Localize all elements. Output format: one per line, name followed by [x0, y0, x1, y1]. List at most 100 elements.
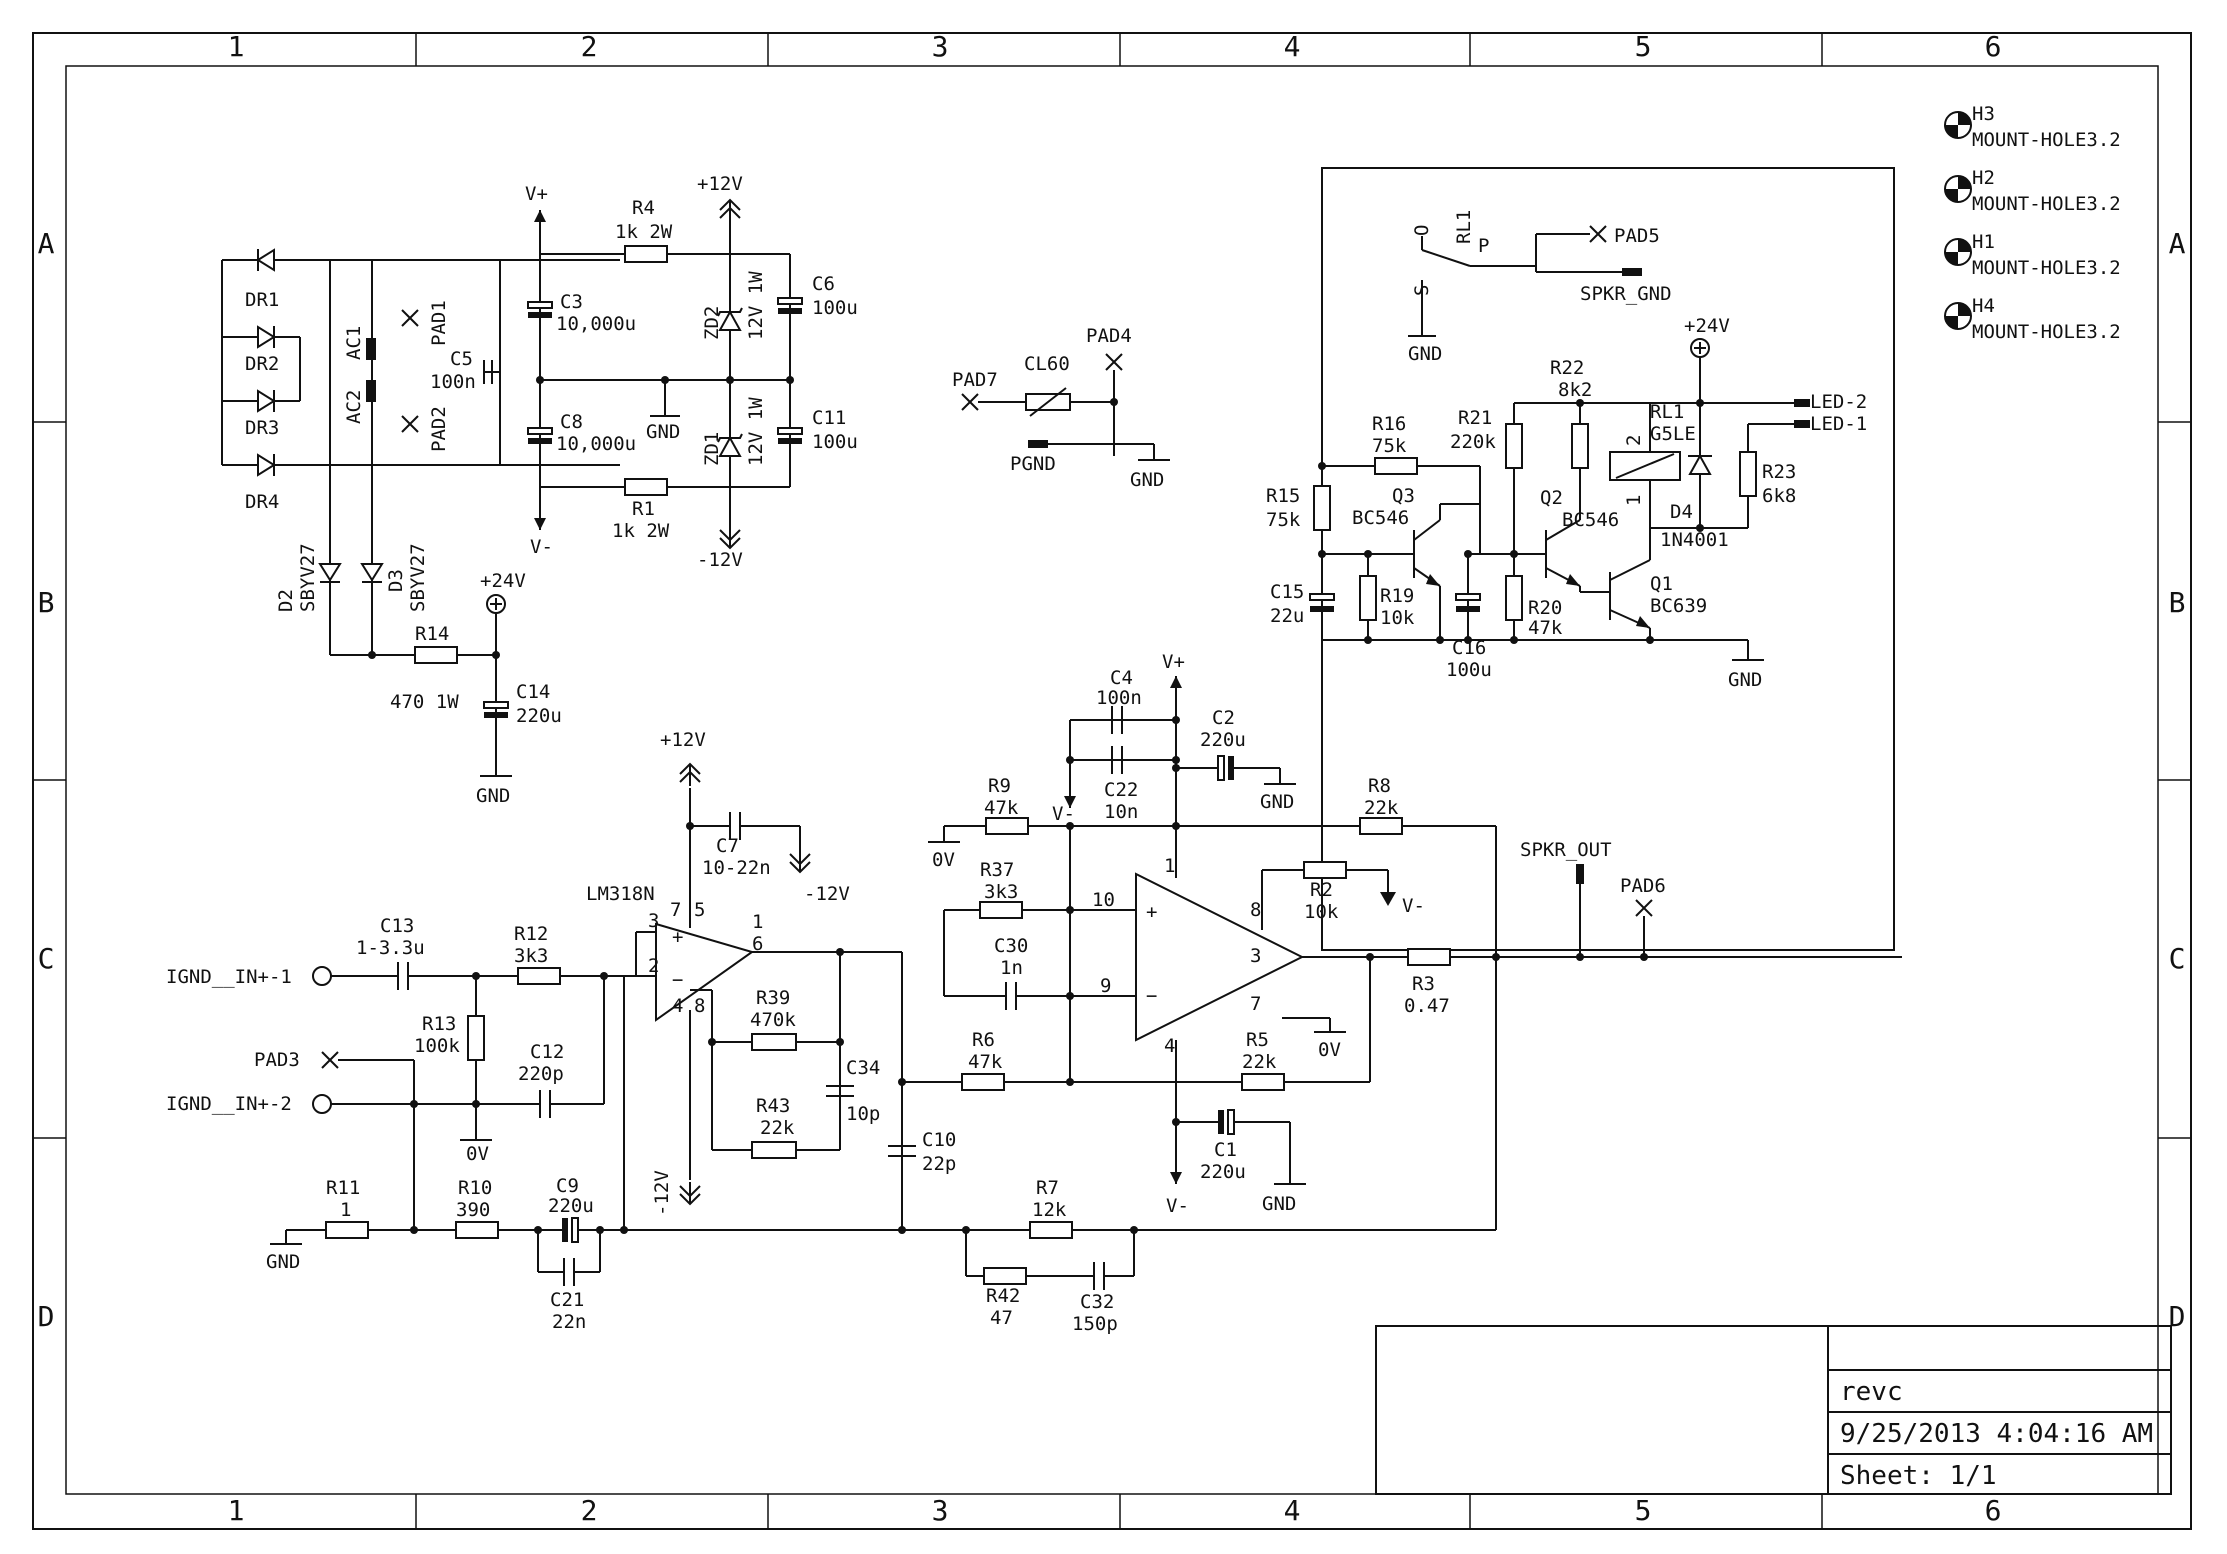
pad3-label: PAD3	[254, 1049, 300, 1071]
pin-label: 8	[1250, 899, 1261, 921]
d3-value: SBYV27	[407, 543, 429, 612]
c4-value: 100n	[1096, 687, 1142, 709]
resistor-r43	[751, 1141, 797, 1159]
plus24-label: +24V	[1684, 315, 1730, 337]
r20-label: R20	[1528, 597, 1562, 619]
preamp-section: IGND__IN+-1 IGND__IN+-2 PAD3 C13 1-3.3u …	[166, 729, 1496, 1333]
resistor-r6	[961, 1073, 1005, 1091]
vminus-arrow	[1169, 1167, 1183, 1185]
ac2-terminal	[366, 380, 376, 402]
frame-row-labels: A B C D A B C D	[38, 227, 2186, 1333]
opamp-plus: +	[672, 926, 683, 948]
r22-label: R22	[1550, 357, 1584, 379]
mount-hole-value: MOUNT-HOLE3.2	[1972, 129, 2121, 151]
dr4-label: DR4	[245, 491, 279, 513]
pad2-label: PAD2	[428, 406, 450, 452]
minus12-symbol	[789, 849, 811, 873]
r42-value: 47	[990, 1307, 1013, 1329]
pad6-marker	[1635, 899, 1653, 917]
r37-label: R37	[980, 859, 1014, 881]
power-amp-section: V+ C4 100n C22 10n V- C2 220u GND 0V R9 …	[898, 651, 1902, 1335]
gnd-label: GND	[476, 785, 510, 807]
c30-label: C30	[994, 935, 1028, 957]
r1-value: 1k 2W	[612, 520, 670, 542]
zero-v-label: 0V	[1318, 1039, 1341, 1061]
r19-value: 10k	[1380, 607, 1415, 629]
r16-label: R16	[1372, 413, 1406, 435]
resistor-r10	[455, 1221, 499, 1239]
pad6-label: PAD6	[1620, 875, 1666, 897]
r4-label: R4	[632, 197, 655, 219]
row-label: B	[38, 586, 55, 619]
r4-value: 1k 2W	[615, 221, 673, 243]
r23-label: R23	[1762, 461, 1796, 483]
rl1-value: G5LE	[1650, 423, 1696, 445]
c34-label: C34	[846, 1057, 880, 1079]
row-label: D	[38, 1300, 55, 1333]
ac1-terminal	[366, 338, 376, 360]
row-label: C	[2169, 942, 2186, 975]
relay-pin-o: O	[1411, 225, 1433, 236]
r23-value: 6k8	[1762, 485, 1796, 507]
r6-value: 47k	[968, 1051, 1003, 1073]
input-1-label: IGND__IN+-1	[166, 966, 292, 988]
diode-dr2	[257, 325, 276, 349]
resistor-r39	[751, 1033, 797, 1051]
minus12-symbol	[719, 525, 741, 549]
r21-label: R21	[1458, 407, 1492, 429]
q1-label: Q1	[1650, 573, 1673, 595]
r3-value: 0.47	[1404, 995, 1450, 1017]
column-label: 2	[581, 1494, 598, 1527]
gnd-label: GND	[1260, 791, 1294, 813]
pgnd-terminal	[1028, 440, 1048, 448]
pad4-marker	[1105, 353, 1123, 371]
c12-label: C12	[530, 1041, 564, 1063]
r39-label: R39	[756, 987, 790, 1009]
c14-value: 220u	[516, 705, 562, 727]
q2-value: BC546	[1562, 509, 1619, 531]
r10-value: 390	[456, 1199, 490, 1221]
title-block: revc 9/25/2013 4:04:16 AM Sheet: 1/1	[1375, 1325, 2172, 1495]
c7-value: 10-22n	[702, 857, 771, 879]
c5-value: 100n	[430, 371, 476, 393]
resistor-r12	[517, 967, 561, 985]
resistor-r15	[1313, 485, 1331, 531]
d3-label: D3	[385, 569, 407, 592]
c11-label: C11	[812, 407, 846, 429]
pad7-marker	[961, 393, 979, 411]
q3-value: BC546	[1352, 507, 1409, 529]
r1-label: R1	[632, 498, 655, 520]
led1-label: LED-1	[1810, 413, 1867, 435]
relay-protection-section: O S RL1 P PAD5 SPKR_GND GND +24V LED-2 L…	[1266, 167, 1895, 951]
r22-value: 8k2	[1558, 379, 1592, 401]
column-label: 6	[1985, 1494, 2002, 1527]
mount-hole-ref: H1	[1972, 231, 1995, 253]
column-label: 6	[1985, 30, 2002, 63]
pad1-label: PAD1	[428, 300, 450, 346]
minus12-label: -12V	[697, 549, 743, 571]
opamp-plus: +	[1146, 901, 1157, 923]
r19-label: R19	[1380, 585, 1414, 607]
r37-value: 3k3	[984, 881, 1018, 903]
resistor-r21	[1505, 423, 1523, 469]
pin-label: 7	[670, 899, 681, 921]
c6-label: C6	[812, 273, 835, 295]
vminus-label: V-	[1166, 1195, 1189, 1217]
c10-value: 22p	[922, 1153, 956, 1175]
column-label: 3	[932, 1494, 949, 1527]
plus12-symbol	[679, 763, 701, 787]
r15-value: 75k	[1266, 509, 1301, 531]
row-label: B	[2169, 586, 2186, 619]
pad7-label: PAD7	[952, 369, 998, 391]
vplus-arrow	[533, 209, 547, 227]
c16-label: C16	[1452, 637, 1486, 659]
zener-zd1	[717, 433, 743, 457]
dr1-label: DR1	[245, 289, 279, 311]
r2-label: R2	[1310, 879, 1333, 901]
resistor-r20	[1505, 575, 1523, 621]
r6-label: R6	[972, 1029, 995, 1051]
r13-label: R13	[422, 1013, 456, 1035]
column-label: 2	[581, 30, 598, 63]
mount-hole-ref: H4	[1972, 295, 1995, 317]
resistor-r7	[1029, 1221, 1073, 1239]
